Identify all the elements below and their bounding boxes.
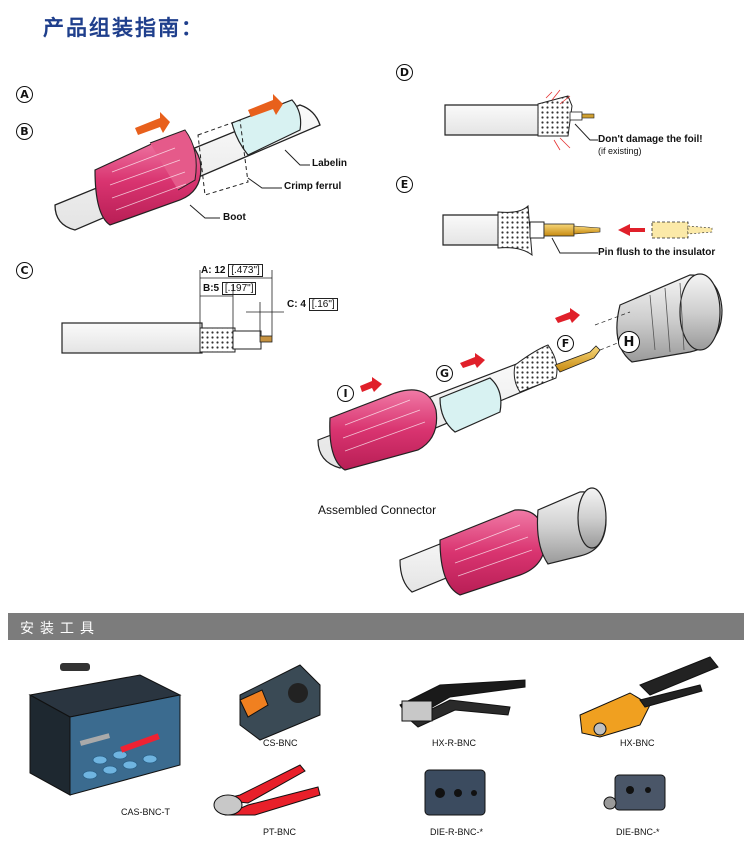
dim-c-inch: [.16"]	[308, 298, 338, 311]
labelin-label: Labelin	[312, 158, 348, 169]
tool-label-die-bnc: DIE-BNC-*	[616, 827, 660, 837]
step-h-marker: H	[618, 331, 640, 353]
tool-label-cas-bnc-t: CAS-BNC-T	[121, 807, 170, 817]
dont-damage-label: Don't damage the foil!	[598, 134, 703, 145]
tool-die-r-bnc-image	[424, 769, 486, 816]
step-a-marker: A	[16, 86, 33, 103]
step-f-marker: F	[557, 335, 574, 352]
if-existing-label: (if existing)	[598, 146, 642, 156]
tools-section-title: 安装工具	[20, 621, 100, 637]
step-b-illustration	[54, 94, 321, 231]
step-d-marker: D	[396, 64, 413, 81]
assembly-diagram	[54, 89, 723, 596]
step-c-marker: C	[16, 262, 33, 279]
page-title: 产品组装指南：	[43, 16, 204, 40]
tool-cs-bnc-image	[239, 664, 321, 741]
step-d-illustration	[444, 89, 598, 151]
step-e-illustration	[442, 204, 713, 257]
tool-label-cs-bnc: CS-BNC	[263, 738, 298, 748]
step-b-marker: B	[16, 123, 33, 140]
step-e-marker: E	[396, 176, 413, 193]
tool-case-image	[28, 663, 182, 796]
assembled-connector	[399, 487, 607, 596]
dim-a-label: A: 12 [.473"]	[201, 264, 263, 277]
dim-a-value: A: 12	[201, 265, 226, 276]
exploded-assembly	[317, 273, 723, 471]
boot-label: Boot	[223, 212, 246, 223]
step-g-marker: G	[436, 365, 453, 382]
tool-pt-bnc-image	[213, 764, 321, 816]
dim-c-label: C: 4 [.16"]	[287, 298, 338, 311]
tool-label-hx-r-bnc: HX-R-BNC	[432, 738, 476, 748]
tool-die-bnc-image	[603, 774, 666, 811]
dim-b-inch: [.197"]	[221, 282, 257, 295]
pin-flush-label: Pin flush to the insulator	[598, 247, 716, 258]
tool-label-hx-bnc: HX-BNC	[620, 738, 655, 748]
tools-section-header: 安装工具	[8, 613, 744, 640]
crimp-ferrul-label: Crimp ferrul	[284, 181, 342, 192]
dim-b-value: B:5	[203, 283, 220, 294]
dim-a-inch: [.473"]	[228, 264, 263, 277]
tool-label-die-r-bnc: DIE-R-BNC-*	[430, 827, 483, 837]
assembled-connector-label: Assembled Connector	[318, 503, 437, 517]
step-i-marker: I	[337, 385, 354, 402]
tool-hx-bnc-image	[579, 656, 719, 738]
tool-label-pt-bnc: PT-BNC	[263, 827, 297, 837]
dim-b-label: B:5 [.197"]	[203, 282, 257, 295]
step-c-illustration	[61, 270, 284, 354]
tool-hx-r-bnc-image	[399, 679, 526, 728]
dim-c-value: C: 4	[287, 299, 306, 310]
tools-illustrations	[28, 656, 719, 816]
